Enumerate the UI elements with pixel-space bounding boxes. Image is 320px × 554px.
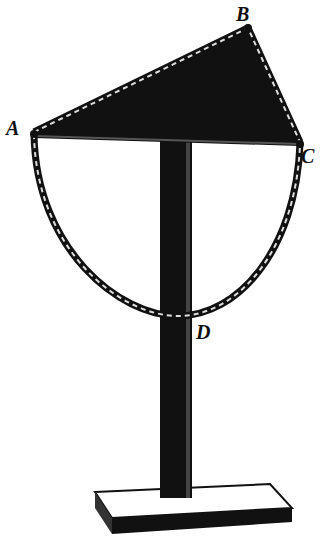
triangle-board [34, 28, 300, 146]
chain-links-upper [34, 28, 300, 142]
chain-upper [34, 28, 300, 142]
stand-base-front [112, 508, 292, 534]
pin-a [30, 130, 38, 138]
pin-b [244, 24, 252, 32]
point-label: B [236, 4, 249, 24]
point-label: C [301, 146, 314, 166]
board-edge [34, 136, 300, 144]
point-label: A [6, 118, 19, 138]
stand-base-side [95, 492, 112, 534]
chain-links-hanging [34, 134, 300, 316]
point-label: D [196, 322, 210, 342]
chain-hanging [34, 134, 300, 316]
